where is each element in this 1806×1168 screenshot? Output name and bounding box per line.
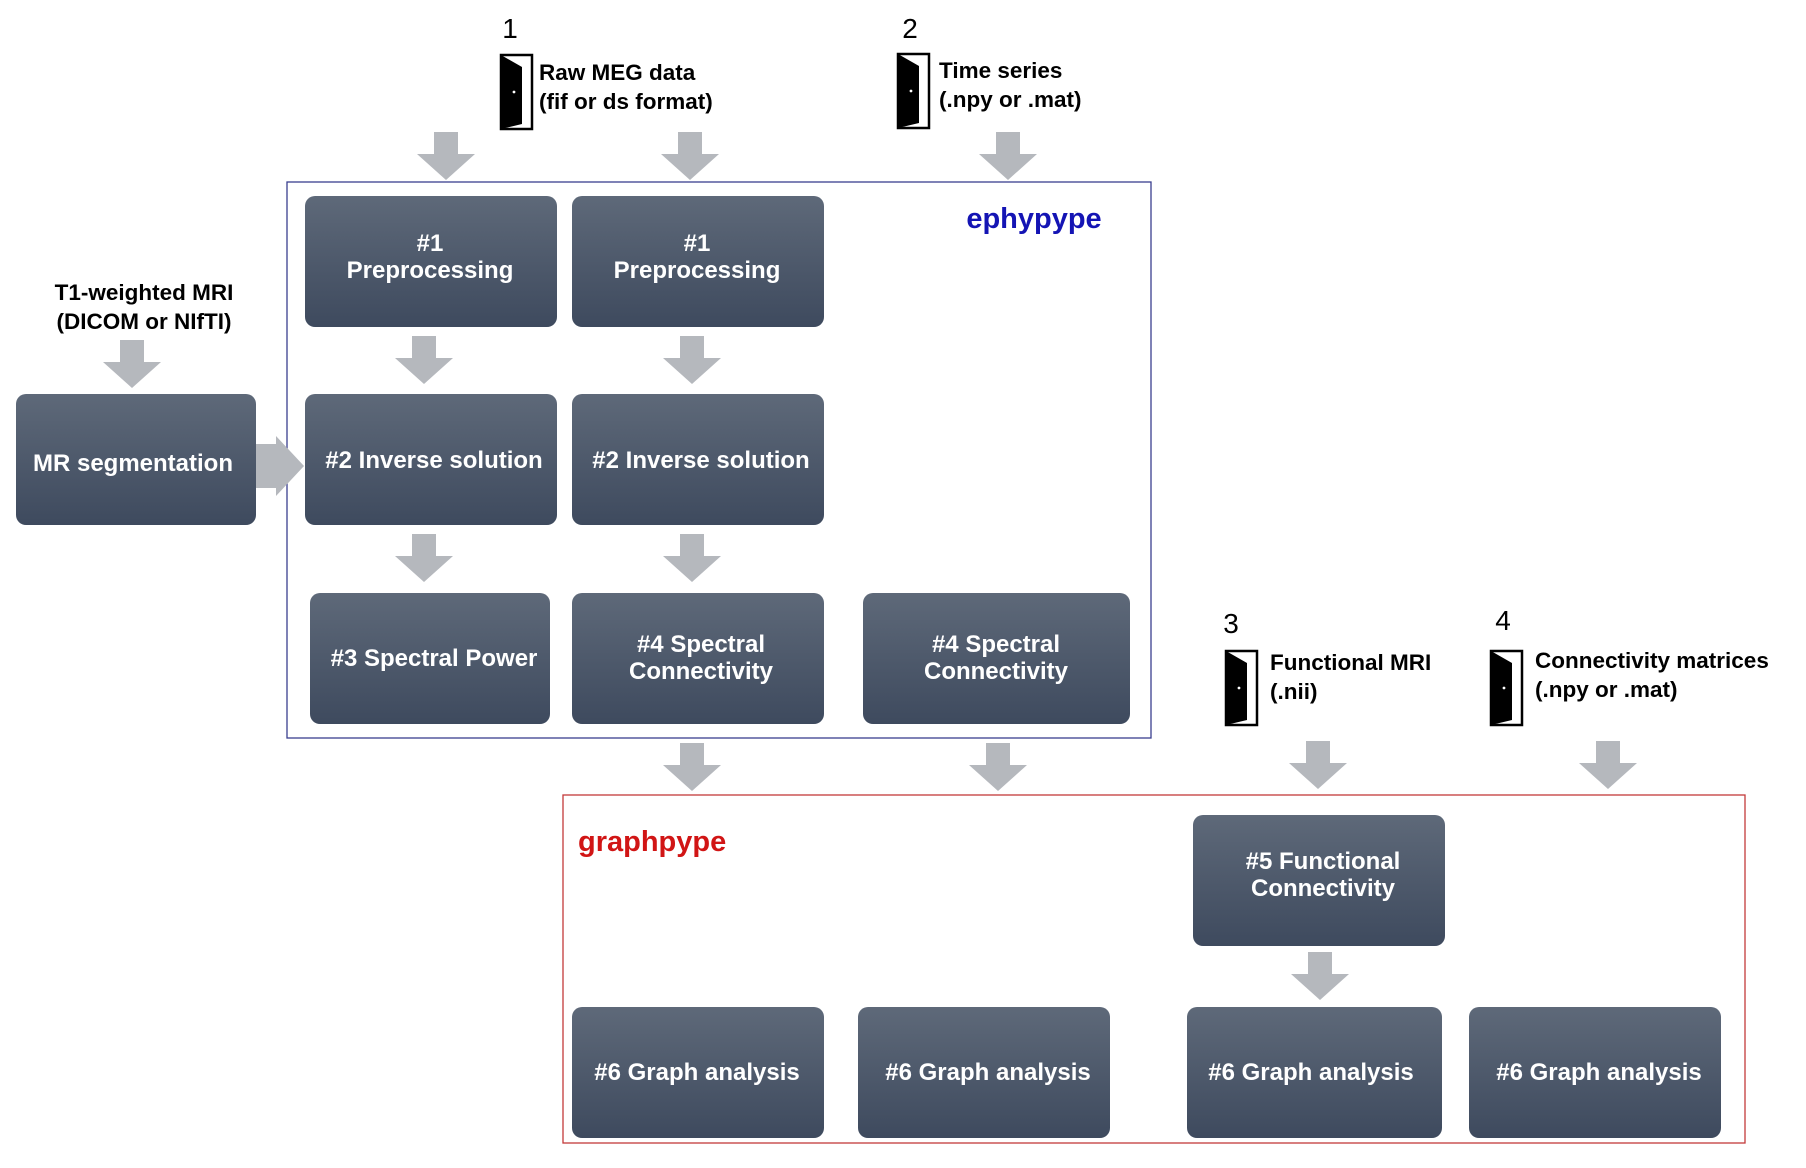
node-label: MR segmentation	[33, 450, 233, 477]
node-label: Preprocessing	[347, 257, 514, 284]
arrow-down	[417, 132, 475, 180]
node-label: #1	[417, 230, 444, 257]
node-label: Connectivity	[924, 658, 1069, 685]
arrow-down	[1289, 741, 1347, 789]
door-icon	[1224, 649, 1259, 727]
arrow-down	[1579, 741, 1637, 789]
input-label-line1: Connectivity matrices	[1535, 648, 1769, 673]
input-label-line1: Raw MEG data	[539, 60, 696, 85]
arrow-down	[103, 340, 161, 388]
node-inverse-solution-1: #2 Inverse solution	[305, 394, 557, 525]
input-t1-mri: T1-weighted MRI (DICOM or NIfTI)	[55, 280, 234, 334]
door-icon	[1489, 649, 1524, 727]
input-number-2: 2	[902, 13, 918, 44]
node-preprocessing-2: #1 Preprocessing	[572, 196, 824, 327]
node-label: Connectivity	[629, 658, 774, 685]
input-number-1: 1	[502, 13, 518, 44]
input-label-line2: (.nii)	[1270, 679, 1317, 704]
input-label-line2: (fif or ds format)	[539, 89, 713, 114]
arrow-right	[256, 436, 304, 496]
node-label: #2 Inverse solution	[325, 447, 542, 474]
graphpype-container	[562, 794, 1746, 1144]
input-label-line1: Time series	[939, 58, 1062, 83]
door-icon	[896, 52, 931, 130]
node-label: #1	[684, 230, 711, 257]
flow-arrows	[103, 132, 1637, 1000]
node-graph-analysis-4: #6 Graph analysis	[1469, 1007, 1721, 1138]
input-connectivity-matrices: 4 Connectivity matrices (.npy or .mat)	[1489, 605, 1769, 727]
input-label-line1: Functional MRI	[1270, 650, 1431, 675]
node-spectral-power: #3 Spectral Power	[310, 593, 550, 724]
input-number-4: 4	[1495, 605, 1511, 636]
arrow-down	[661, 132, 719, 180]
door-icon	[499, 53, 534, 131]
input-functional-mri: 3 Functional MRI (.nii)	[1223, 608, 1431, 727]
arrow-down	[1291, 952, 1349, 1000]
node-label: #5 Functional	[1246, 848, 1401, 875]
node-mr-segmentation: MR segmentation	[16, 394, 256, 525]
input-label-line2: (.npy or .mat)	[939, 87, 1082, 112]
arrow-down	[663, 336, 721, 384]
input-label-line2: (.npy or .mat)	[1535, 677, 1678, 702]
arrow-down	[979, 132, 1037, 180]
arrow-down	[663, 743, 721, 791]
input-raw-meg: 1 Raw MEG data (fif or ds format)	[499, 13, 713, 131]
node-spectral-connectivity-2: #4 Spectral Connectivity	[863, 593, 1130, 724]
graphpype-label: graphpype	[578, 826, 726, 858]
node-label: #2 Inverse solution	[592, 447, 809, 474]
node-label: #6 Graph analysis	[1208, 1059, 1413, 1086]
node-label: #4 Spectral	[932, 631, 1060, 658]
node-label: #3 Spectral Power	[331, 645, 538, 672]
arrow-down	[395, 336, 453, 384]
node-label: Preprocessing	[614, 257, 781, 284]
input-number-3: 3	[1223, 608, 1239, 639]
arrow-down	[395, 534, 453, 582]
node-graph-analysis-1: #6 Graph analysis	[572, 1007, 824, 1138]
node-label: Connectivity	[1251, 875, 1396, 902]
node-label: #6 Graph analysis	[1496, 1059, 1701, 1086]
input-time-series: 2 Time series (.npy or .mat)	[896, 13, 1082, 130]
input-label-line1: T1-weighted MRI	[55, 280, 234, 305]
node-label: #6 Graph analysis	[885, 1059, 1090, 1086]
node-graph-analysis-2: #6 Graph analysis	[858, 1007, 1110, 1138]
ephypype-label: ephypype	[966, 203, 1101, 235]
arrow-down	[663, 534, 721, 582]
node-label: #6 Graph analysis	[594, 1059, 799, 1086]
node-functional-connectivity: #5 Functional Connectivity	[1193, 815, 1445, 946]
arrow-down	[969, 743, 1027, 791]
node-label: #4 Spectral	[637, 631, 765, 658]
node-graph-analysis-3: #6 Graph analysis	[1187, 1007, 1442, 1138]
node-inverse-solution-2: #2 Inverse solution	[572, 394, 824, 525]
node-spectral-connectivity-1: #4 Spectral Connectivity	[572, 593, 824, 724]
node-preprocessing-1: #1 Preprocessing	[305, 196, 557, 327]
input-label-line2: (DICOM or NIfTI)	[57, 309, 232, 334]
